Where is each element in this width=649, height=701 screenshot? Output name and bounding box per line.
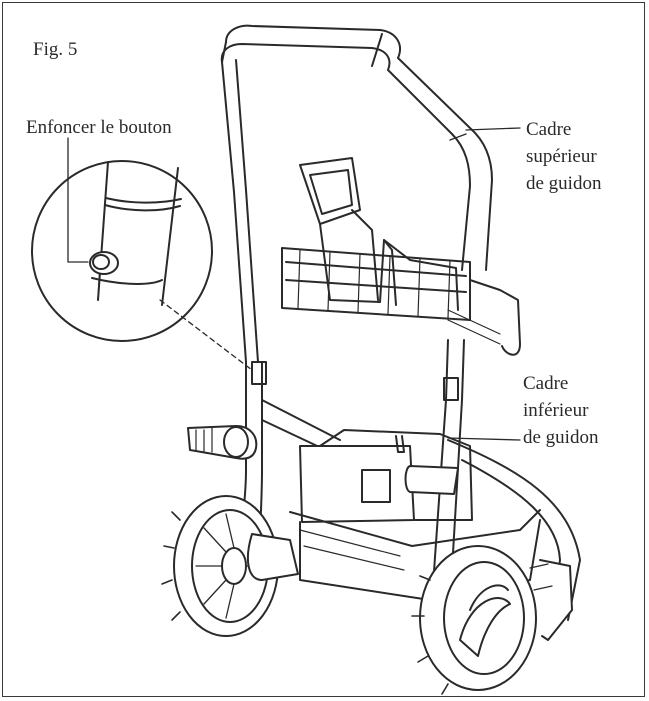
gun-holder	[299, 157, 459, 311]
callout-leaders	[447, 127, 521, 441]
figure-label: Fig. 5	[33, 39, 78, 60]
push-button-callout: Enfoncer le bouton	[26, 117, 172, 138]
left-hose-hook	[187, 425, 258, 460]
detail-magnifier-circle	[31, 160, 213, 342]
detail-leader-lines	[67, 137, 253, 371]
lower-callout-line-3: de guidon	[523, 427, 599, 448]
right-wheel	[411, 545, 537, 695]
lower-callout-line-2: inférieur	[523, 400, 589, 421]
upper-callout-line-2: supérieur	[526, 146, 597, 167]
right-hose-holder	[529, 559, 573, 641]
upper-handle-frame-callout: Cadre supérieur de guidon	[526, 116, 601, 197]
lower-callout-line-1: Cadre	[523, 373, 569, 394]
upper-callout-line-3: de guidon	[526, 173, 602, 194]
upper-handle-frame	[220, 24, 493, 363]
accessory-tray	[281, 247, 521, 356]
lower-handle-frame-callout: Cadre inférieur de guidon	[523, 370, 598, 451]
left-hose-holder	[246, 533, 299, 581]
upper-callout-line-1: Cadre	[526, 119, 572, 140]
